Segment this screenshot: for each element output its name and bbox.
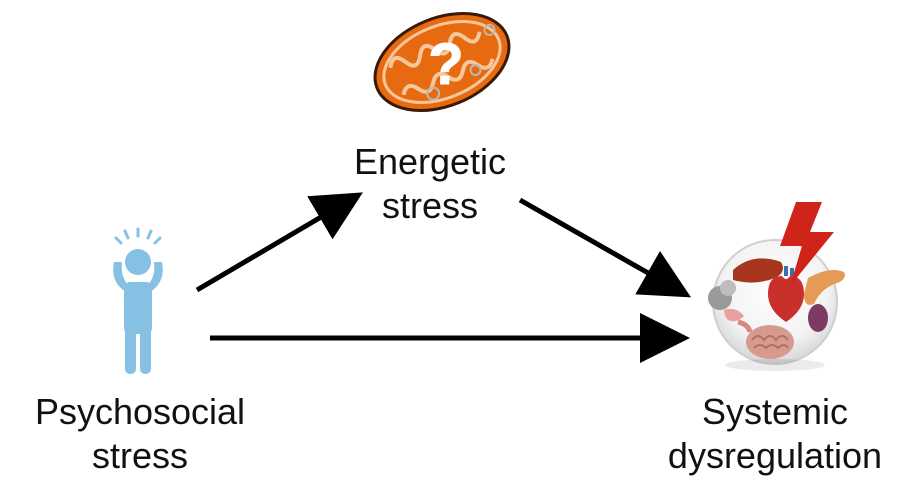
- energetic-stress-label: Energetic stress: [330, 140, 530, 228]
- energetic-line2: stress: [381, 185, 478, 226]
- stressed-person-icon: [113, 227, 163, 374]
- psychosocial-line1: Psychosocial: [34, 391, 246, 432]
- systemic-line2: dysregulation: [667, 435, 883, 476]
- organs-icon: [708, 239, 845, 371]
- question-mark: ?: [428, 32, 463, 97]
- arrow-energetic-to-systemic: [518, 197, 692, 298]
- arrow-psychosocial-to-energetic: [195, 192, 363, 293]
- mitochondrion-question-icon: [373, 12, 511, 112]
- psychosocial-stress-label: Psychosocial stress: [0, 390, 280, 478]
- systemic-line1: Systemic: [701, 391, 849, 432]
- energetic-line1: Energetic: [353, 141, 507, 182]
- systemic-dysregulation-label: Systemic dysregulation: [660, 390, 890, 478]
- lightning-bolt-icon: [780, 202, 834, 286]
- psychosocial-line2: stress: [91, 435, 188, 476]
